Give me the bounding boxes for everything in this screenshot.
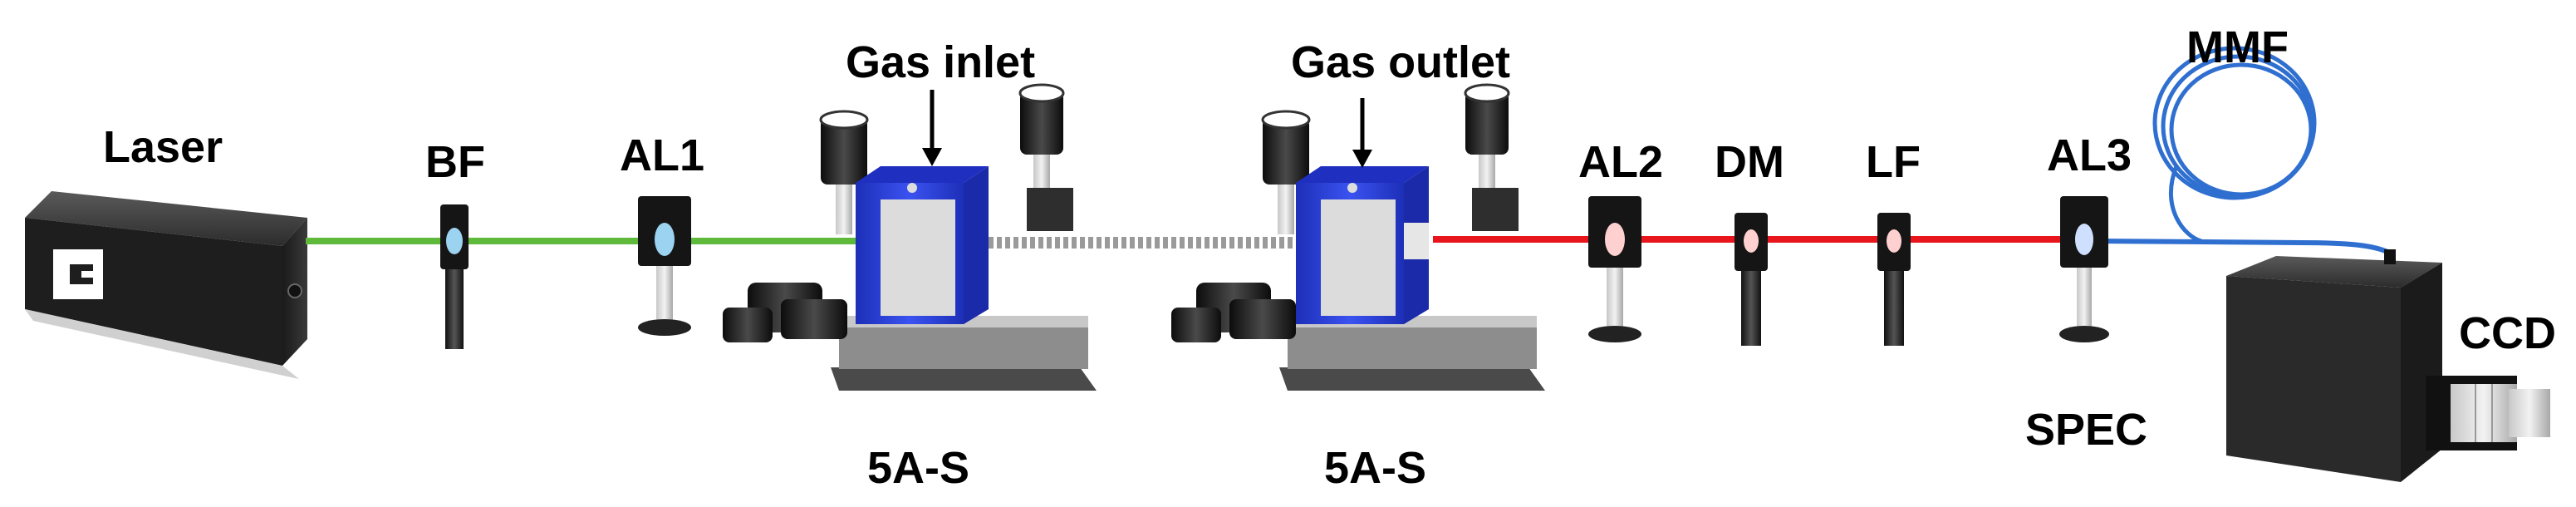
- spectrometer: [2226, 249, 2442, 482]
- blue-fiber: [2101, 239, 2394, 257]
- label-al2: AL2: [1578, 137, 1664, 187]
- gas-inlet-arrow: [922, 90, 942, 166]
- stage-left: [723, 83, 1097, 391]
- label-bf: BF: [425, 137, 485, 187]
- laser-source: [25, 191, 307, 379]
- label-spec: SPEC: [2025, 405, 2148, 455]
- label-gas-inlet: Gas inlet: [846, 37, 1036, 87]
- left-vertical-micrometer-1: [819, 110, 869, 234]
- left-vertical-micrometer-2: [1018, 83, 1073, 231]
- label-dm: DM: [1715, 137, 1784, 187]
- mmf-fiber-coil: [2152, 46, 2317, 244]
- bf-mount: [440, 204, 469, 349]
- label-lf: LF: [1866, 137, 1921, 187]
- lf-mount: [1877, 213, 1911, 346]
- dm-mount: [1735, 213, 1768, 346]
- gas-cell-right: [1296, 166, 1429, 324]
- label-al3: AL3: [2047, 130, 2132, 180]
- left-micrometer-cluster: [723, 283, 847, 342]
- laser-logo-icon: [53, 249, 103, 299]
- right-micrometer-cluster: [1171, 283, 1296, 342]
- stage-right: [1171, 83, 1545, 391]
- right-vertical-micrometer-1: [1261, 110, 1311, 234]
- gas-outlet-arrow: [1352, 98, 1372, 168]
- label-stage-left: 5A-S: [867, 443, 970, 493]
- label-ccd: CCD: [2459, 308, 2556, 358]
- label-gas-outlet: Gas outlet: [1291, 37, 1511, 87]
- al3-mount: [2059, 196, 2109, 342]
- label-laser: Laser: [103, 122, 223, 172]
- al1-mount: [638, 196, 691, 336]
- ccd-camera: [2426, 376, 2550, 450]
- right-vertical-micrometer-2: [1464, 83, 1519, 231]
- label-stage-right: 5A-S: [1324, 443, 1427, 493]
- label-mmf: MMF: [2186, 22, 2289, 72]
- al2-mount: [1588, 196, 1641, 342]
- label-al1: AL1: [620, 130, 705, 180]
- gas-cell-left: [856, 166, 989, 324]
